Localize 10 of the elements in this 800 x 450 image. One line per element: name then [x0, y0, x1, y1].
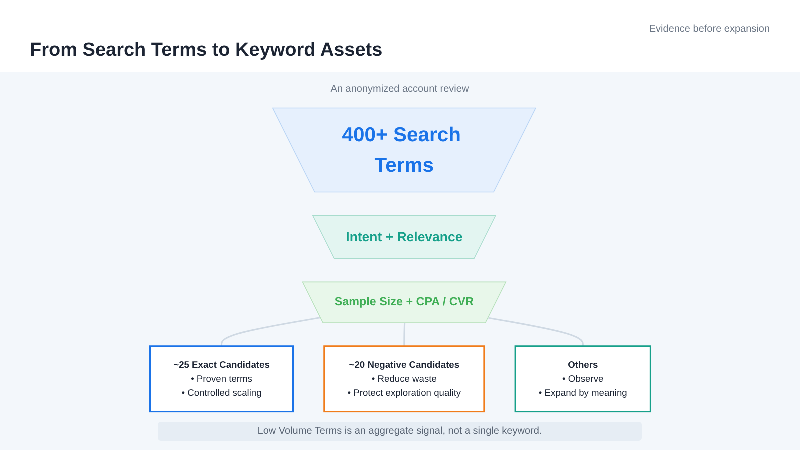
title: From Search Terms to Keyword Assets: [30, 40, 383, 62]
node-box: Others • Observe • Expand by meaning: [514, 346, 651, 413]
connector: [220, 317, 320, 346]
node-box: ~20 Negative Candidates • Reduce waste • Protect exploration quality: [323, 346, 485, 413]
node-box: ~25 Exact Candidates • Proven terms • Controlled scaling: [149, 346, 294, 413]
subtitle: An anonymized account review: [330, 84, 470, 95]
tagline: Evidence before expansion: [649, 24, 770, 35]
footnote: Low Volume Terms is an aggregate signal, not a single keyword.: [158, 422, 642, 441]
connector: [488, 317, 584, 346]
connector: [403, 323, 406, 346]
